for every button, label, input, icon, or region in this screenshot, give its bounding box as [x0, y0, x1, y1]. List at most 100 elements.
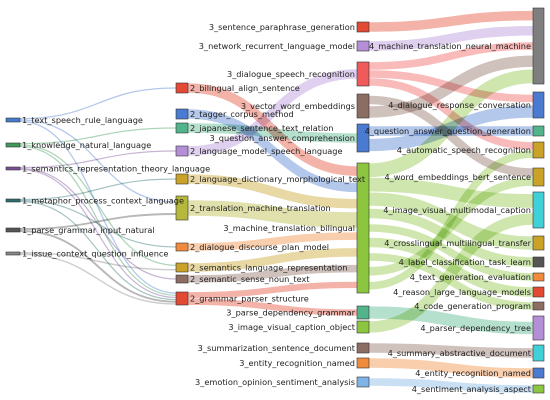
label-1-issue-context-question-influence: 1_issue_context_question_influence: [22, 249, 168, 259]
link-1-knowledge-natural-language-to-2-semantics-language-representation: [19, 144, 177, 266]
link-3-sentence-paraphrase-generation-to-4-machine-translation-neural-machine: [368, 10, 534, 32]
link-3-machine-translation-bilingual-to-4-image-visual-multimodal-caption: [368, 177, 534, 208]
label-2-language-dictionary-morphological-text: 2_language_dictionary_morphological_text: [190, 174, 366, 184]
node-2-tagger-corpus-method: [175, 108, 189, 120]
label-1-knowledge-natural-language: 1_knowledge_natural_language: [22, 140, 151, 150]
node-4-label-classification-task-learn: [532, 256, 545, 268]
label-3-vector-word-embeddings: 3_vector_word_embeddings: [241, 101, 355, 111]
node-4-question-answer-question-generation: [532, 125, 545, 137]
link-2-language-dictionary-morphological-text-to-3-machine-translation-bilingual: [187, 174, 358, 209]
node-4-word-embeddings-bert-sentence: [532, 167, 545, 187]
link-1-issue-context-question-influence-to-2-grammar-parser-structure: [19, 253, 177, 305]
links-layer: [19, 10, 534, 393]
label-2-translation-machine-translation: 2_translation_machine_translation: [190, 203, 331, 213]
label-1-semantics-representation-theory-language: 1_semantics_representation_theory_langua…: [22, 164, 210, 174]
label-2-bilingual-align-sentence: 2_bilingual_align_sentence: [190, 83, 300, 93]
label-4-word-embeddings-bert-sentence: 4_word_embeddings_bert_sentence: [384, 172, 531, 182]
link-1-semantics-representation-theory-language-to-2-language-model-speech-language: [19, 150, 177, 169]
node-1-parse-grammar-input-natural: [5, 227, 21, 233]
node-2-language-dictionary-morphological-text: [175, 173, 189, 185]
node-1-metaphor-process-context-language: [5, 198, 21, 203]
node-3-question-answer-comprehension: [356, 123, 370, 153]
link-3-machine-translation-bilingual-to-4-label-classification-task-learn: [368, 208, 534, 267]
link-2-translation-machine-translation-to-3-machine-translation-bilingual: [187, 200, 358, 228]
label-2-tagger-corpus-method: 2_tagger_corpus_method: [190, 109, 294, 119]
link-2-tagger-corpus-method-to-3-machine-translation-bilingual: [187, 109, 358, 193]
node-4-parser-dependency-tree: [532, 315, 545, 341]
node-4-entity-recognition-named: [532, 367, 545, 379]
node-3-parse-dependency-grammar: [356, 305, 370, 320]
link-1-issue-context-question-influence-to-2-semantics-language-representation: [19, 252, 177, 271]
node-4-crosslingual-multilingual-transfer: [532, 235, 545, 251]
link-1-knowledge-natural-language-to-2-japanese-sentence-text-relation: [19, 127, 177, 145]
nodes-layer: [5, 7, 545, 394]
label-4-question-answer-question-generation: 4_question_answer_question_generation: [365, 126, 531, 136]
label-4-text-generation-evaluation: 4_text_generation_evaluation: [410, 272, 531, 282]
label-4-automatic-speech-recognition: 4_automatic_speech_recognition: [397, 145, 531, 155]
label-2-semantics-language-representation: 2_semantics_language_representation: [190, 263, 347, 273]
label-3-dialogue-speech-recognition: 3_dialogue_speech_recognition: [227, 69, 355, 79]
node-2-japanese-sentence-text-relation: [175, 122, 189, 134]
label-1-text-speech-rule-language: 1_text_speech_rule_language: [22, 115, 143, 125]
node-2-grammar-parser-structure: [175, 291, 189, 306]
link-2-language-model-speech-language-to-3-dialogue-speech-recognition: [187, 69, 358, 156]
label-4-reason-large-language-models: 4_reason_large_language_models: [393, 287, 531, 297]
link-1-metaphor-process-context-language-to-2-language-dictionary-morphological-text: [19, 178, 177, 201]
link-1-text-speech-rule-language-to-2-translation-machine-translation: [19, 119, 177, 203]
node-2-semantic-sense-noun-text: [175, 274, 189, 284]
node-4-reason-large-language-models: [532, 286, 545, 298]
label-4-dialogue-response-conversation: 4_dialogue_response_conversation: [388, 100, 531, 110]
link-1-metaphor-process-context-language-to-2-dialogue-discourse-plan-model: [19, 199, 177, 248]
label-3-sentence-paraphrase-generation: 3_sentence_paraphrase_generation: [209, 22, 355, 32]
node-4-summary-abstractive-document: [532, 344, 545, 362]
link-3-parse-dependency-grammar-to-4-parser-dependency-tree: [368, 306, 534, 335]
link-2-dialogue-discourse-plan-model-to-3-machine-translation-bilingual: [187, 232, 358, 251]
link-2-grammar-parser-structure-to-3-parse-dependency-grammar: [187, 298, 358, 316]
link-3-vector-word-embeddings-to-4-word-embeddings-bert-sentence: [368, 95, 534, 177]
node-3-sentence-paraphrase-generation: [356, 21, 370, 33]
node-4-machine-translation-neural-machine: [532, 7, 545, 85]
node-4-text-generation-evaluation: [532, 272, 545, 282]
label-4-code-generation-program: 4_code_generation_program: [414, 301, 531, 311]
link-1-parse-grammar-input-natural-to-2-translation-machine-translation: [19, 213, 177, 230]
node-2-dialogue-discourse-plan-model: [175, 242, 189, 252]
link-1-text-speech-rule-language-to-2-grammar-parser-structure: [19, 120, 177, 294]
label-3-parse-dependency-grammar: 3_parse_dependency_grammar: [226, 308, 355, 318]
link-3-summarization-sentence-document-to-4-summary-abstractive-document: [368, 343, 534, 358]
label-4-sentiment-analysis-aspect: 4_sentiment_analysis_aspect: [412, 384, 532, 394]
node-2-language-model-speech-language: [175, 145, 189, 157]
link-3-emotion-opinion-sentiment-analysis-to-4-sentiment-analysis-aspect: [368, 378, 534, 393]
node-3-dialogue-speech-recognition: [356, 61, 370, 87]
link-3-dialogue-speech-recognition-to-4-machine-translation-neural-machine: [368, 42, 534, 70]
label-4-parser-dependency-tree: 4_parser_dependency_tree: [420, 323, 531, 333]
label-2-language-model-speech-language: 2_language_model_speech_language: [190, 146, 343, 156]
label-3-machine-translation-bilingual: 3_machine_translation_bilingual: [223, 223, 355, 233]
label-4-machine-translation-neural-machine: 4_machine_translation_neural_machine: [369, 41, 531, 51]
node-3-machine-translation-bilingual: [356, 162, 370, 294]
node-2-semantics-language-representation: [175, 262, 189, 273]
label-3-summarization-sentence-document: 3_summarization_sentence_document: [198, 343, 356, 353]
label-2-grammar-parser-structure: 2_grammar_parser_structure: [190, 294, 309, 304]
label-3-question-answer-comprehension: 3_question_answer_comprehension: [210, 133, 356, 143]
label-3-emotion-opinion-sentiment-analysis: 3_emotion_opinion_sentiment_analysis: [195, 377, 355, 387]
node-2-bilingual-align-sentence: [175, 82, 189, 94]
label-2-semantic-sense-noun-text: 2_semantic_sense_noun_text: [190, 274, 310, 284]
link-1-parse-grammar-input-natural-to-2-grammar-parser-structure: [19, 230, 177, 303]
link-2-semantic-sense-noun-text-to-3-machine-translation-bilingual: [187, 264, 358, 283]
node-1-issue-context-question-influence: [5, 251, 21, 256]
link-1-metaphor-process-context-language-to-2-grammar-parser-structure: [19, 200, 177, 301]
node-4-code-generation-program: [532, 301, 545, 311]
link-1-text-speech-rule-language-to-2-bilingual-align-sentence: [19, 87, 177, 120]
label-4-label-classification-task-learn: 4_label_classification_task_learn: [399, 257, 531, 267]
link-3-machine-translation-bilingual-to-4-text-generation-evaluation: [368, 224, 534, 281]
link-3-machine-translation-bilingual-to-4-automatic-speech-recognition: [368, 150, 534, 290]
link-1-semantics-representation-theory-language-to-2-grammar-parser-structure: [19, 168, 177, 299]
label-4-entity-recognition-named: 4_entity_recognition_named: [415, 368, 531, 378]
label-3-entity-recognition-named: 3_entity_recognition_named: [239, 358, 355, 368]
link-3-network-recurrent-language-model-to-4-machine-translation-neural-machine: [368, 26, 534, 51]
link-3-machine-translation-bilingual-to-4-machine-translation-neural-machine: [368, 69, 534, 178]
node-1-semantics-representation-theory-language: [5, 166, 21, 171]
link-2-grammar-parser-structure-to-3-machine-translation-bilingual: [187, 281, 358, 299]
